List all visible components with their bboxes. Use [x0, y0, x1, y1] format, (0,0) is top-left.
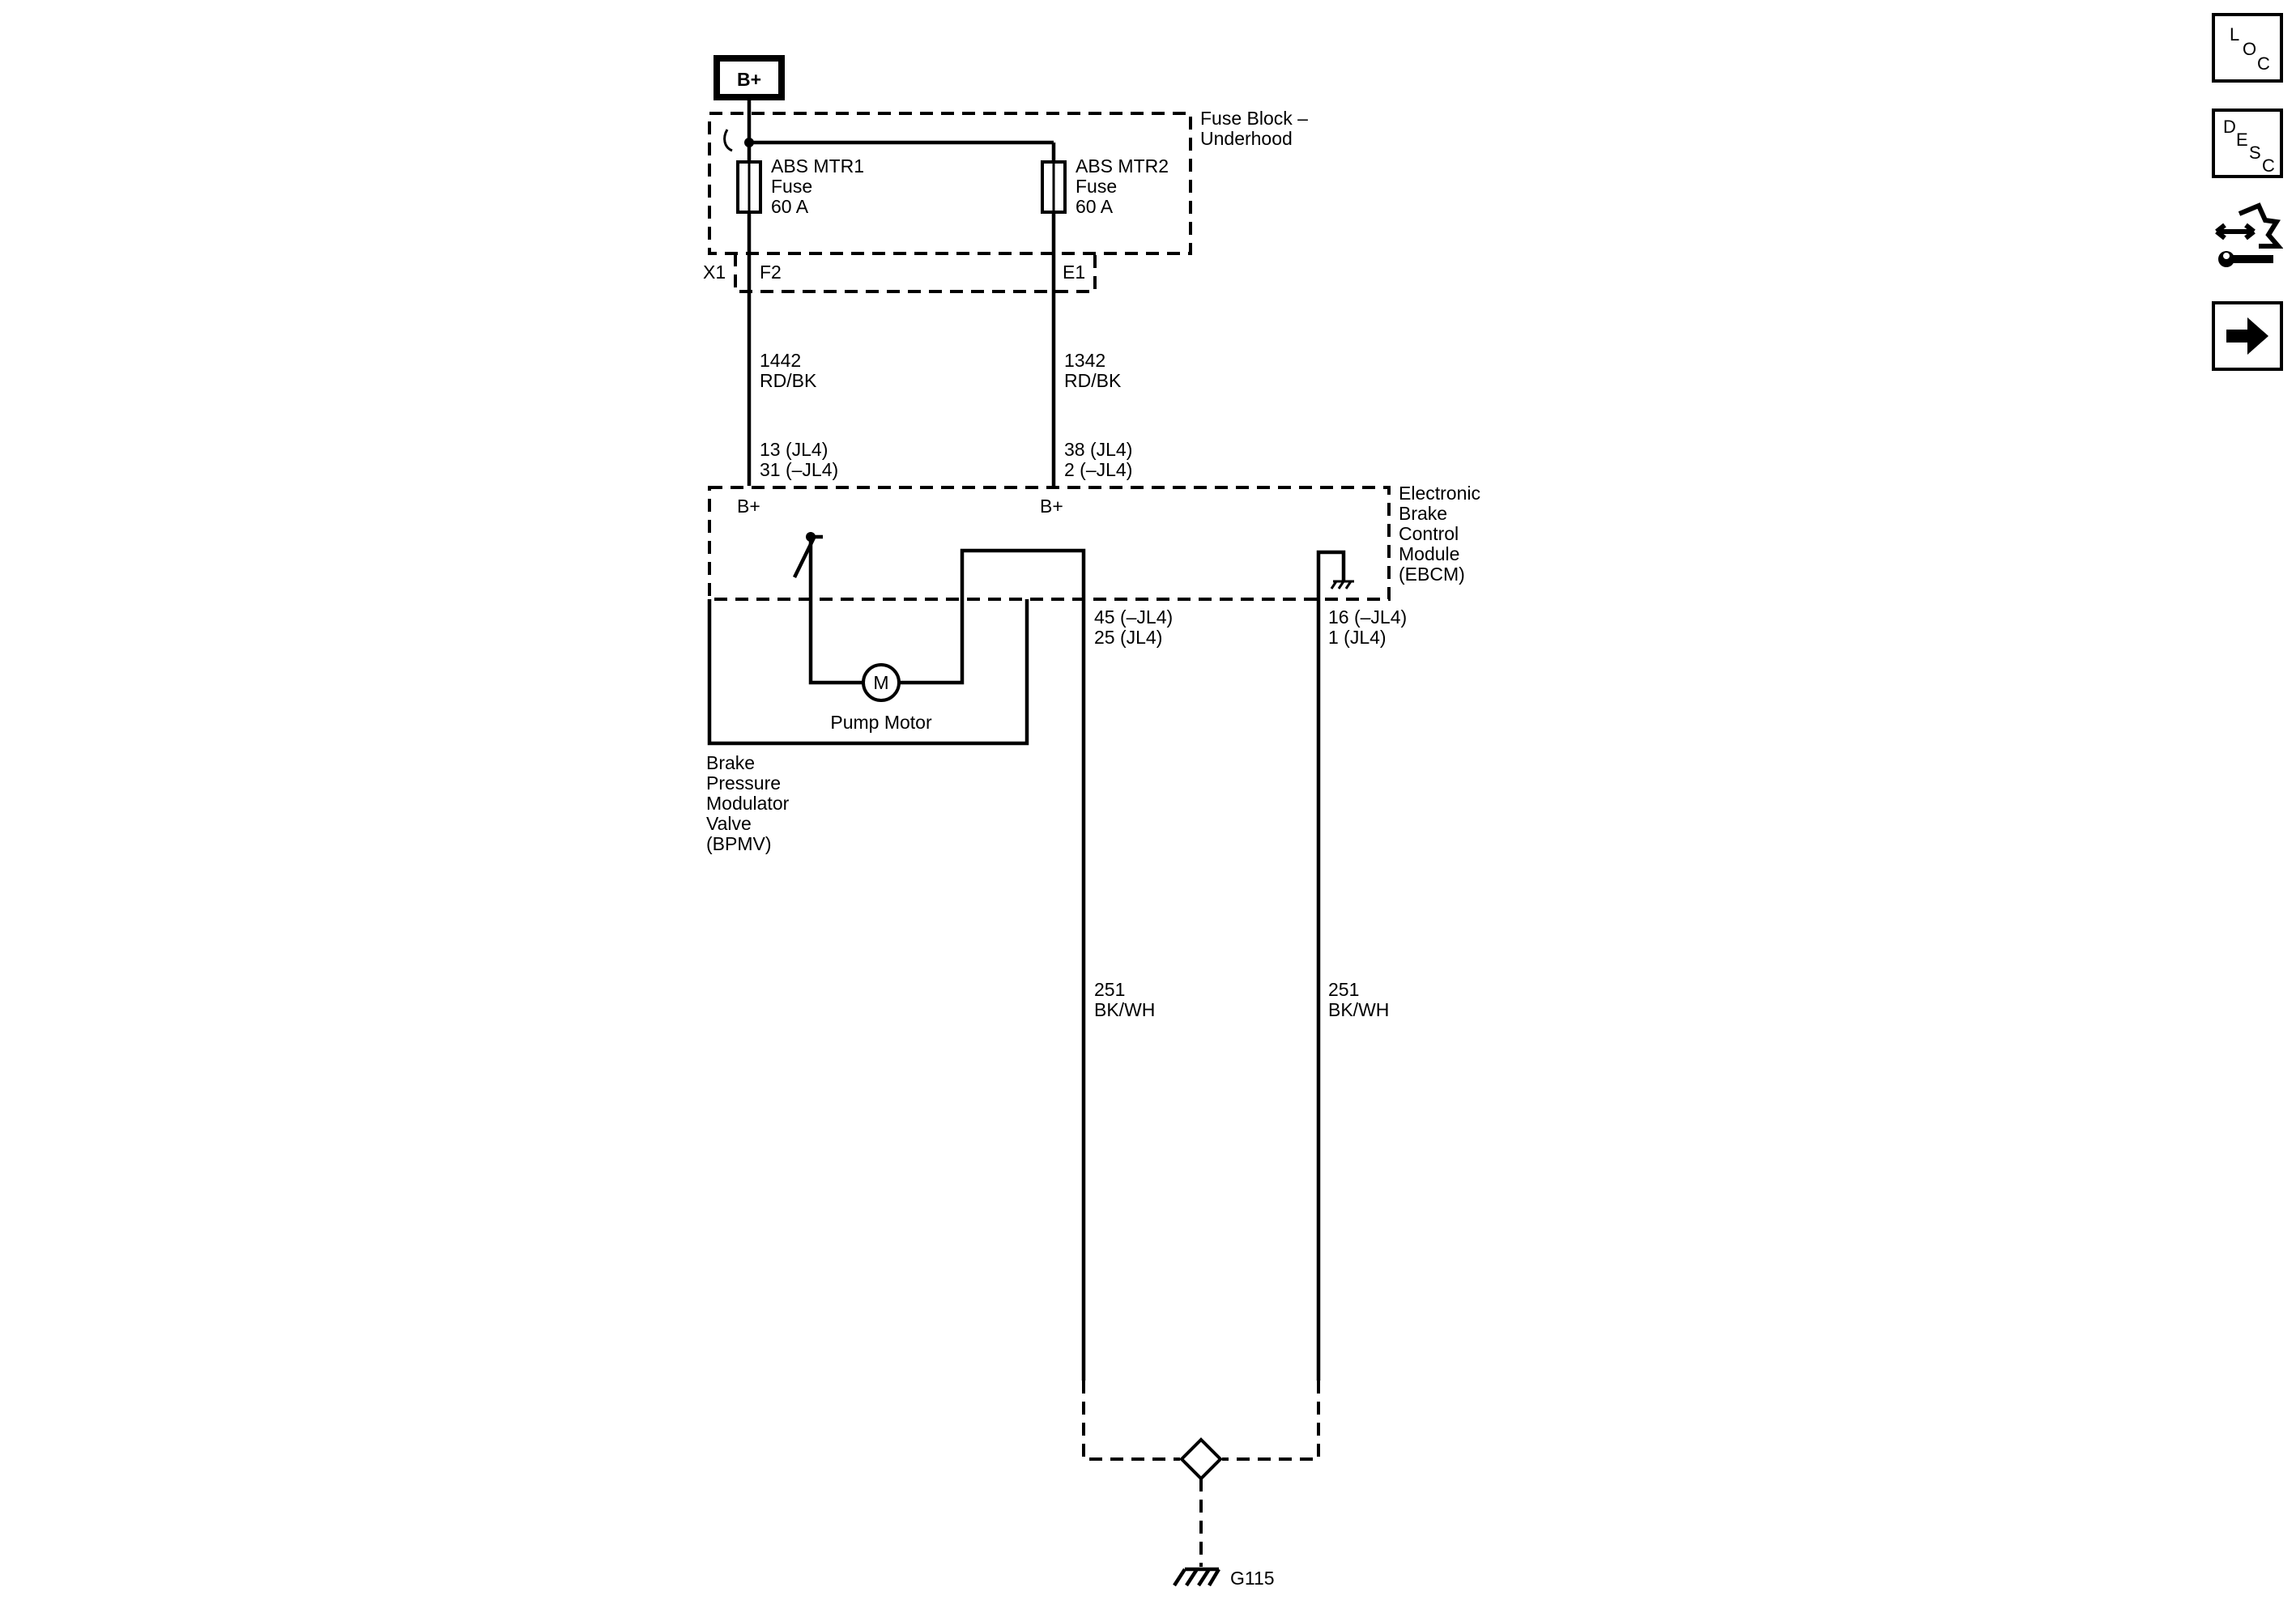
chassis-ground-icon: [1173, 1567, 1220, 1587]
ebcm-b-plus-left: B+: [737, 496, 760, 517]
ebcm-name-2: Brake: [1399, 503, 1447, 524]
fuse-block-connector-outline: [734, 253, 1097, 293]
abs-mtr1-fuse-type: Fuse: [771, 176, 812, 197]
right-power-circuit-number: 1342: [1064, 350, 1105, 371]
location-button[interactable]: L O C: [2212, 13, 2283, 83]
connector-end-view-icon: [2215, 202, 2283, 267]
description-button[interactable]: D E S C: [2212, 109, 2283, 178]
left-power-pin-no-jl4: 31 (–JL4): [760, 459, 838, 480]
abs-mtr2-fuse-name: ABS MTR2: [1076, 155, 1169, 177]
bpmv-name-4: Valve: [706, 813, 752, 834]
ebcm-name-3: Control: [1399, 523, 1459, 544]
right-power-circuit-color: RD/BK: [1064, 370, 1122, 391]
pump-motor-symbol: M: [873, 672, 888, 693]
supply-breakpoint-icon: [723, 129, 733, 152]
bpmv-name-1: Brake: [706, 752, 755, 773]
right-arrow-icon: [2226, 317, 2268, 355]
abs-mtr2-fuse-type: Fuse: [1076, 176, 1117, 197]
ground-a-circuit-color: BK/WH: [1094, 999, 1155, 1020]
abs-mtr1-fuse-rating: 60 A: [771, 196, 809, 217]
left-power-pin-jl4: 13 (JL4): [760, 439, 828, 460]
pump-motor-label: Pump Motor: [830, 712, 932, 733]
right-power-pin-no-jl4: 2 (–JL4): [1064, 459, 1132, 480]
desc-letter-d: D: [2223, 117, 2236, 137]
desc-letter-s: S: [2249, 143, 2261, 163]
ebcm-outline: [708, 486, 1391, 601]
left-power-circuit-number: 1442: [760, 350, 801, 371]
bpmv-name-5: (BPMV): [706, 833, 772, 854]
fuse-block-connector-label: X1: [703, 262, 726, 283]
pump-motor-feed-wire: [808, 537, 863, 685]
internal-ground-icon: [1330, 580, 1354, 589]
ground-a-circuit-number: 251: [1094, 979, 1125, 1000]
loc-letter-c: C: [2257, 53, 2270, 74]
abs-mtr1-fuse-name: ABS MTR1: [771, 155, 864, 177]
desc-letter-e: E: [2236, 130, 2248, 150]
bpmv-outline: [707, 599, 1029, 746]
fuse-terminal-e1: E1: [1063, 262, 1085, 283]
battery-supply-label: B+: [737, 69, 761, 90]
ebcm-b-plus-right: B+: [1040, 496, 1063, 517]
ground-label: G115: [1230, 1568, 1275, 1589]
desc-letter-c: C: [2262, 155, 2275, 176]
fuse-block-name-1: Fuse Block –: [1200, 108, 1308, 129]
ebcm-name-5: (EBCM): [1399, 564, 1465, 585]
ground-splice-icon: [1179, 1437, 1223, 1481]
ground-b-circuit-color: BK/WH: [1328, 999, 1389, 1020]
abs-mtr2-fuse-rating: 60 A: [1076, 196, 1114, 217]
connector-end-view-button[interactable]: [2212, 202, 2283, 272]
ground-b-circuit-number: 251: [1328, 979, 1359, 1000]
relay-switch-icon: [792, 534, 823, 578]
ebcm-name-1: Electronic: [1399, 483, 1480, 504]
fuse-block-name-2: Underhood: [1200, 128, 1293, 149]
right-power-pin-jl4: 38 (JL4): [1064, 439, 1132, 460]
pump-motor-return-wire: [899, 548, 1086, 1381]
loc-letter-l: L: [2230, 24, 2239, 45]
ground-a-pin-no-jl4: 45 (–JL4): [1094, 606, 1173, 628]
ground-a-pin-jl4: 25 (JL4): [1094, 627, 1162, 648]
ground-splice-dashed-lines: [1082, 1381, 1320, 1461]
left-power-circuit-color: RD/BK: [760, 370, 817, 391]
bpmv-name-3: Modulator: [706, 793, 790, 814]
loc-letter-o: O: [2243, 39, 2256, 59]
internal-ground-wire: [1316, 550, 1346, 1381]
ground-b-pin-jl4: 1 (JL4): [1328, 627, 1387, 648]
fuse-terminal-f2: F2: [760, 262, 782, 283]
next-page-button[interactable]: [2212, 301, 2283, 371]
ground-b-pin-no-jl4: 16 (–JL4): [1328, 606, 1407, 628]
fuse-block-outline: [708, 112, 1192, 255]
bpmv-name-2: Pressure: [706, 772, 781, 794]
ebcm-name-4: Module: [1399, 543, 1459, 564]
